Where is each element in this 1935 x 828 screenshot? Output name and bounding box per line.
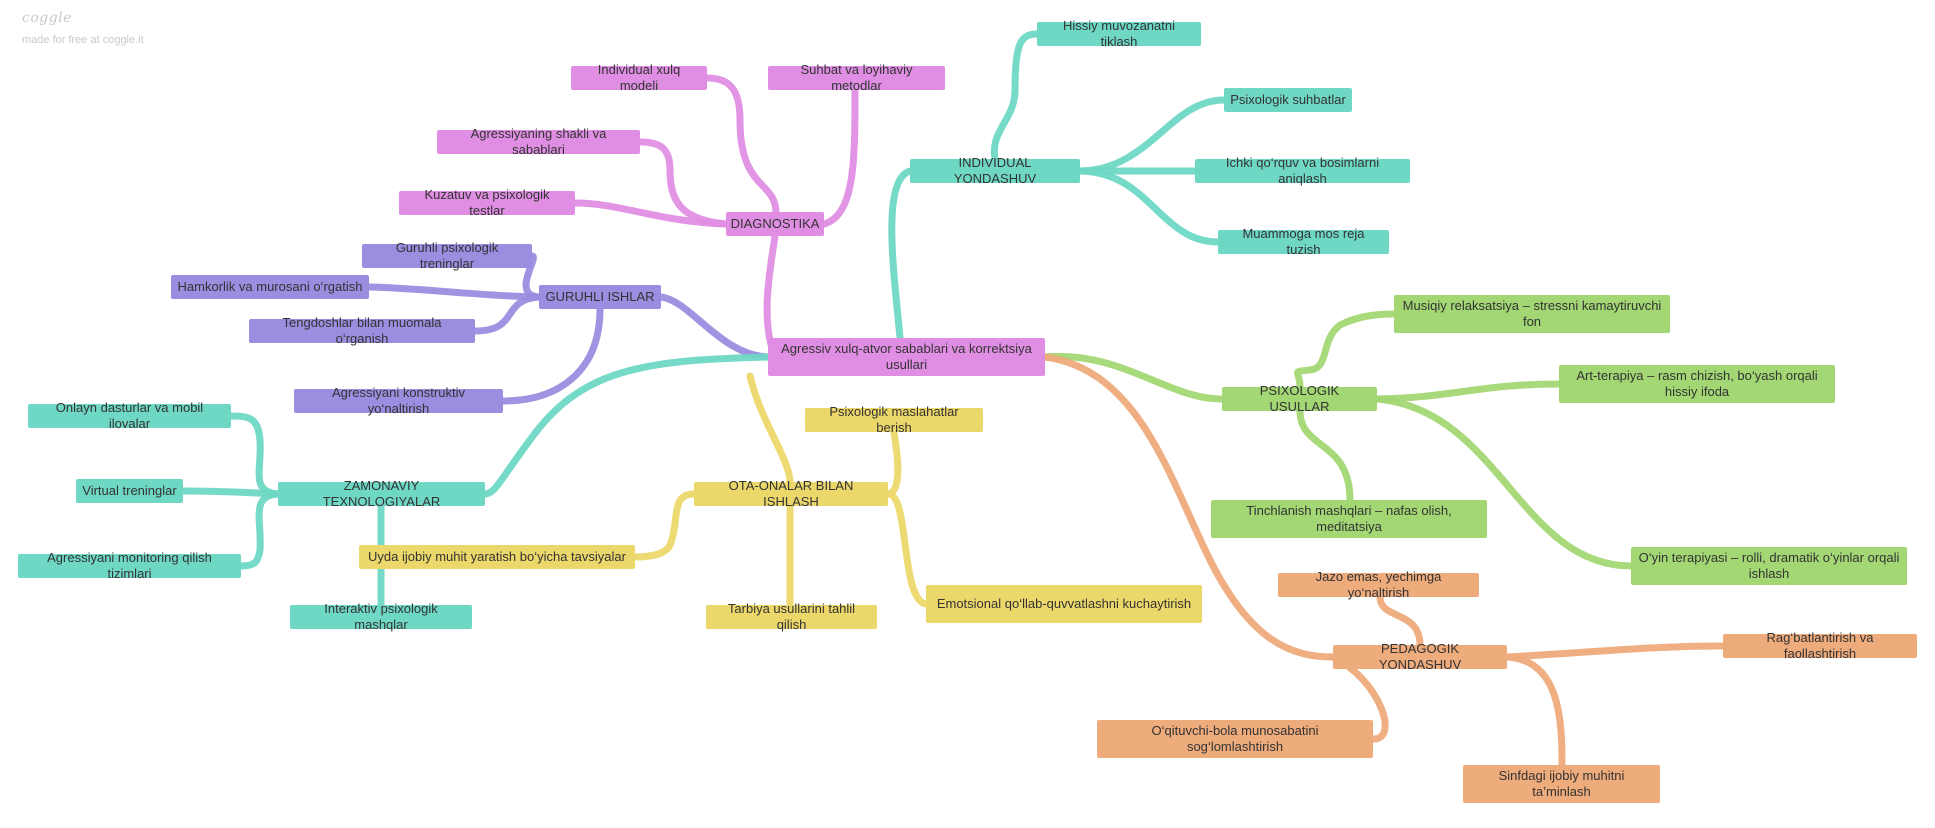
leaf-sinfdagi-ijobiy-muhit[interactable]: Sinfdagi ijobiy muhitni ta’minlash — [1463, 765, 1660, 803]
coggle-tagline: made for free at coggle.it — [22, 34, 144, 46]
leaf-hissiy-muvozanat[interactable]: Hissiy muvozanatni tiklash — [1037, 18, 1201, 49]
connector-2 — [657, 293, 772, 361]
connector-18 — [499, 305, 604, 405]
connector-34 — [1503, 653, 1566, 769]
connector-23 — [227, 412, 282, 498]
leaf-interaktiv-mashqlar[interactable]: Interaktiv psixologik mashqlar — [290, 601, 472, 632]
leaf-tarbiya-usullari[interactable]: Tarbiya usullarini tahlil qilish — [706, 601, 877, 632]
connector-8 — [820, 86, 859, 228]
leaf-tinchlanish-mashqlari[interactable]: Tinchlanish mashqlari – nafas olish, med… — [1211, 500, 1487, 538]
leaf-kuzatuv-testlar[interactable]: Kuzatuv va psixologik testlar — [399, 187, 575, 218]
leaf-agressiya-konstruktiv[interactable]: Agressiyani konstruktiv yo‘naltirish — [294, 385, 503, 416]
connector-25 — [237, 490, 282, 570]
leaf-suhbat-metodlar[interactable]: Suhbat va loyihaviy metodlar — [768, 62, 945, 93]
leaf-tengdoshlar-muomala[interactable]: Tengdoshlar bilan muomala o‘rganish — [249, 315, 475, 346]
branch-zamonaviy-texnologiyalar[interactable]: ZAMONAVIY TEXNOLOGIYALAR — [278, 478, 485, 509]
connector-32 — [1503, 642, 1727, 661]
leaf-uyda-ijobiy-muhit[interactable]: Uyda ijobiy muhit yaratish bo‘yicha tavs… — [359, 545, 635, 569]
leaf-musiqiy-relaksatsiya[interactable]: Musiqiy relaksatsiya – stressni kamaytir… — [1394, 295, 1670, 333]
leaf-jazo-emas[interactable]: Jazo emas, yechimga yo‘naltirish — [1278, 569, 1479, 600]
leaf-psixologik-suhbatlar[interactable]: Psixologik suhbatlar — [1224, 88, 1352, 112]
branch-pedagogik-yondashuv[interactable]: PEDAGOGIK YONDASHUV — [1333, 641, 1507, 672]
connector-11 — [990, 30, 1041, 163]
connector-7 — [703, 74, 780, 216]
root-node[interactable]: Agressiv xulq-atvor sabablari va korrekt… — [768, 338, 1045, 376]
leaf-psixologik-maslahatlar[interactable]: Psixologik maslahatlar berish — [805, 404, 983, 435]
branch-guruhli-ishlar[interactable]: GURUHLI ISHLAR — [539, 285, 661, 309]
connector-21 — [1296, 407, 1354, 504]
leaf-ichki-qorquv[interactable]: Ichki qo‘rquv va bosimlarni aniqlash — [1195, 155, 1410, 186]
connector-31 — [1376, 593, 1424, 649]
connector-3 — [1041, 352, 1226, 403]
leaf-guruhli-treninglar[interactable]: Guruhli psixologik treninglar — [362, 240, 532, 271]
leaf-individual-xulq-modeli[interactable]: Individual xulq modeli — [571, 62, 707, 93]
connector-16 — [365, 283, 543, 301]
connector-24 — [179, 487, 282, 498]
leaf-oyin-terapiyasi[interactable]: O‘yin terapiyasi – rolli, dramatik o‘yin… — [1631, 547, 1907, 585]
branch-individual-yondashuv[interactable]: INDIVIDUAL YONDASHUV — [910, 155, 1080, 186]
connector-14 — [1076, 167, 1222, 246]
leaf-agressiya-monitoring[interactable]: Agressiyani monitoring qilish tizimlari — [18, 550, 241, 581]
connector-20 — [1373, 380, 1563, 403]
connector-22 — [1373, 395, 1635, 570]
connector-17 — [471, 293, 543, 335]
connector-5 — [746, 372, 794, 486]
branch-psixologik-usullar[interactable]: PSIXOLOGIK USULLAR — [1222, 383, 1377, 414]
coggle-logo: coggle — [22, 10, 72, 26]
connector-4 — [481, 353, 772, 498]
connector-10 — [571, 199, 730, 228]
branch-ota-onalar[interactable]: OTA-ONALAR BILAN ISHLASH — [694, 478, 888, 509]
leaf-virtual-treninglar[interactable]: Virtual treninglar — [76, 479, 183, 503]
connector-1 — [888, 167, 914, 342]
branch-diagnostika[interactable]: DIAGNOSTIKA — [726, 212, 824, 236]
connector-6 — [1041, 353, 1337, 661]
leaf-ragbatlantirish[interactable]: Rag‘batlantirish va faollashtirish — [1723, 630, 1917, 661]
connector-19 — [1294, 310, 1398, 391]
connector-30 — [884, 490, 930, 608]
leaf-muammoga-mos-reja[interactable]: Muammoga mos reja tuzish — [1218, 226, 1389, 257]
connector-9 — [636, 138, 730, 228]
leaf-emotsional-qollab[interactable]: Emotsional qo‘llab-quvvatlashni kuchayti… — [926, 585, 1202, 623]
leaf-hamkorlik-murosa[interactable]: Hamkorlik va murosani o‘rgatish — [171, 275, 369, 299]
leaf-oqituvchi-bola[interactable]: O‘qituvchi-bola munosabatini sog‘lomlash… — [1097, 720, 1373, 758]
connector-28 — [631, 490, 698, 561]
leaf-agressiya-shakli[interactable]: Agressiyaning shakli va sabablari — [437, 126, 640, 157]
leaf-art-terapiya[interactable]: Art-terapiya – rasm chizish, bo‘yash orq… — [1559, 365, 1835, 403]
connector-27 — [884, 428, 902, 498]
leaf-onlayn-dasturlar[interactable]: Onlayn dasturlar va mobil ilovalar — [28, 400, 231, 431]
